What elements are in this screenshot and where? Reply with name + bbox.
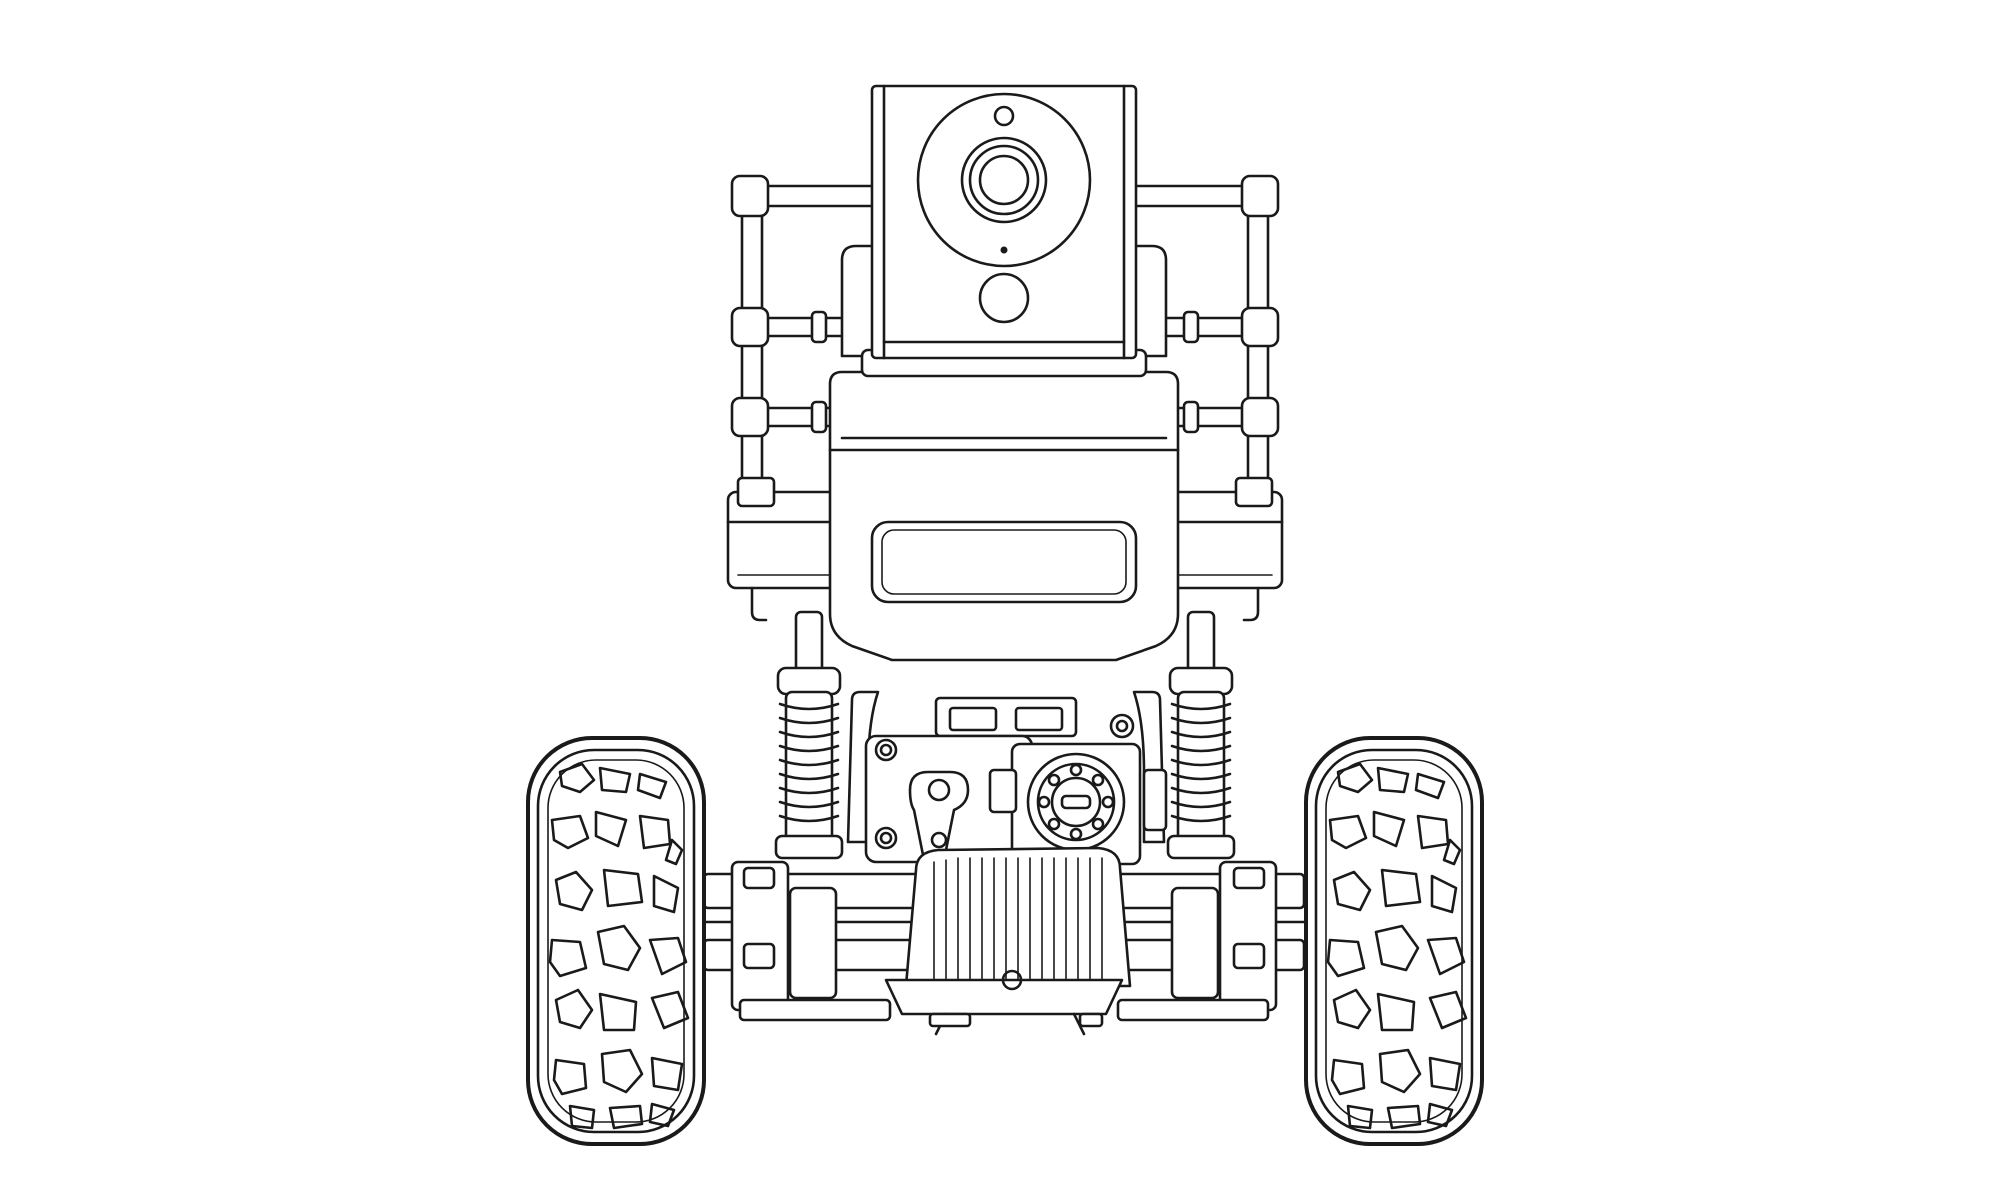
left-tire-tread — [548, 762, 690, 1130]
camera-head — [870, 84, 1138, 360]
camera-button — [978, 272, 1030, 324]
right-wheel — [1304, 736, 1484, 1146]
camera-mount-base — [828, 244, 1180, 662]
bumper-slot — [870, 520, 1138, 604]
right-tire-tread — [1326, 762, 1468, 1130]
left-shock — [774, 610, 844, 860]
camera-lens-inner — [978, 154, 1030, 206]
camera-lens-outer — [960, 136, 1048, 224]
right-shock — [1166, 610, 1236, 860]
gearbox — [846, 690, 1168, 866]
differential-cover — [884, 846, 1132, 1036]
left-wheel — [526, 736, 706, 1146]
servo-horn — [908, 770, 970, 862]
camera-face-ring — [916, 92, 1092, 268]
